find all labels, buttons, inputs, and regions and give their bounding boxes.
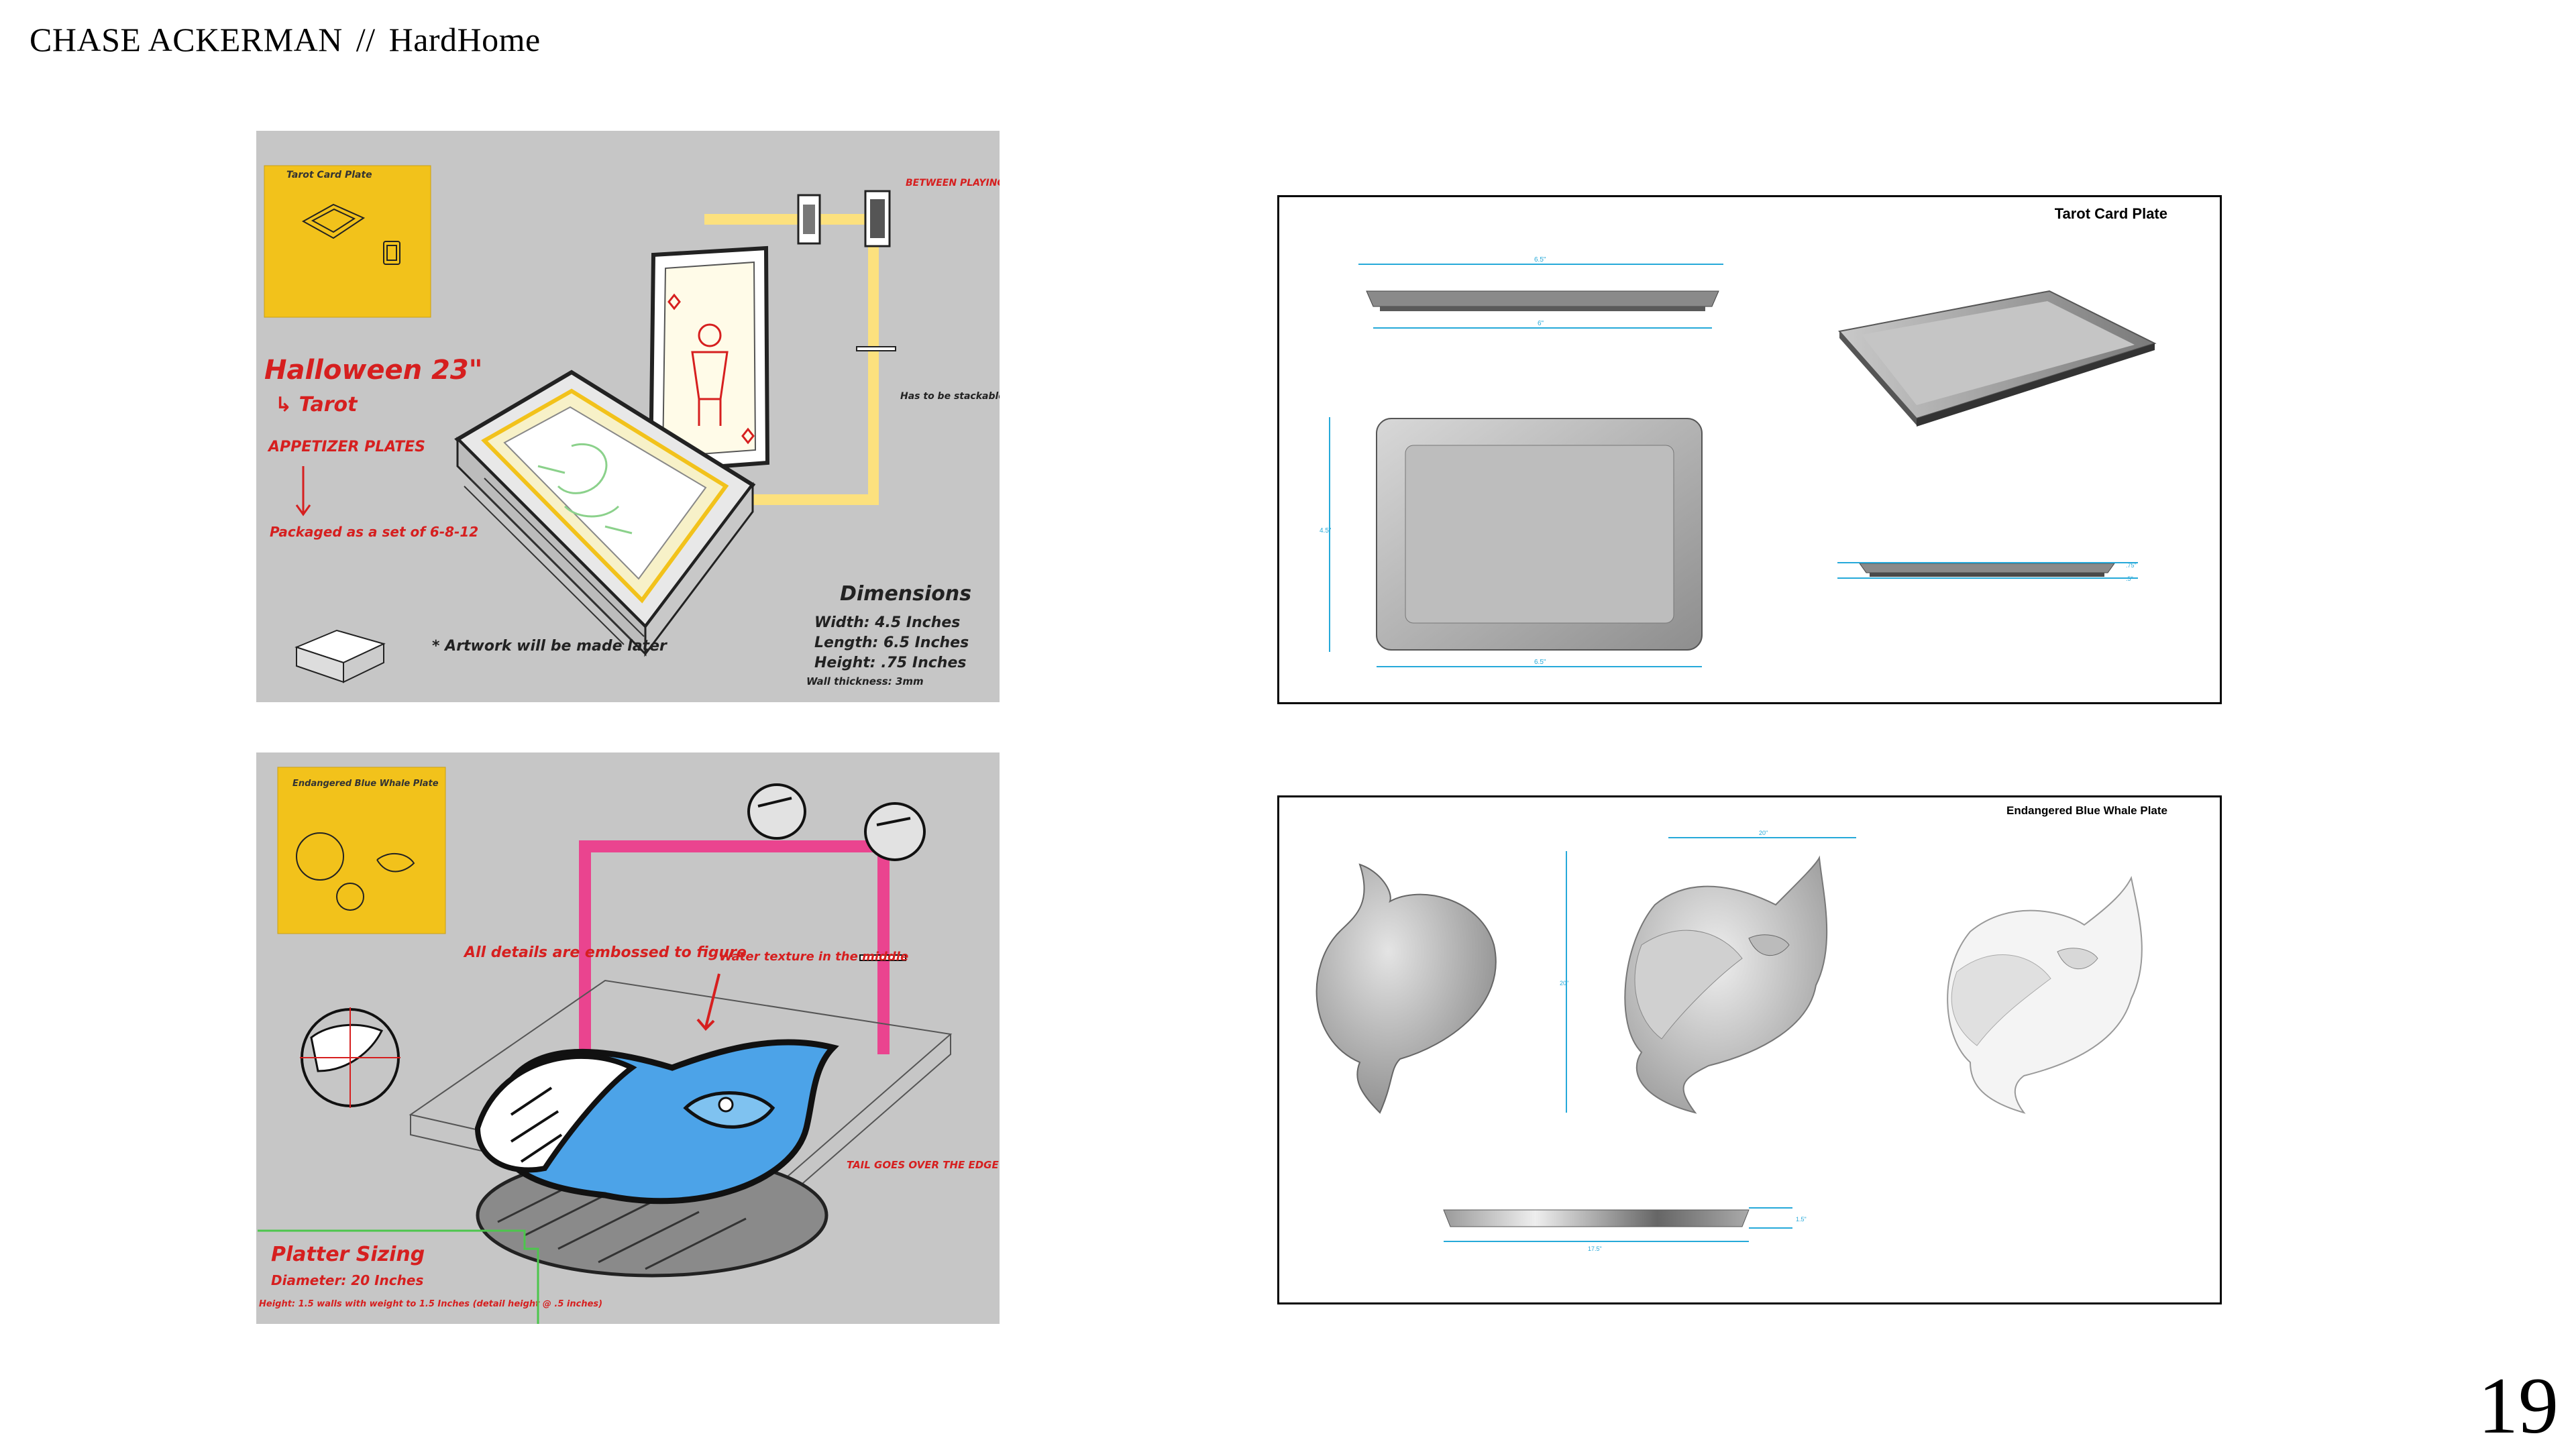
tarot-spec-sheet: Tarot Card Plate 6.5" 6" 4.5" 6.5" — [1277, 195, 2222, 704]
dim-label: .75" — [2126, 562, 2137, 569]
whale-spec-drawing: 20" 20" 1.5" 17.5" — [1316, 830, 2143, 1252]
tarot-subnote: ↳ Tarot — [275, 393, 358, 416]
tray-top-view: 4.5" 6.5" — [1320, 417, 1703, 667]
sticky-sketch — [301, 203, 400, 265]
tarot-sketch-drawing: Tarot Card Plate — [264, 165, 1000, 687]
playing-card-art — [803, 205, 815, 234]
whale-side-sketch — [300, 1007, 400, 1108]
tray-front-view: 6.5" 6" — [1358, 256, 1723, 329]
appetizer-note: APPETIZER PLATES — [267, 439, 425, 455]
height-note: Height: .75 Inches — [814, 655, 966, 671]
height-note: Height: 1.5 walls with weight to 1.5 Inc… — [259, 1299, 602, 1309]
packaging-sketch — [294, 629, 386, 683]
dim-label: 20" — [1759, 830, 1768, 836]
sticky-title: Endangered Blue Whale Plate — [292, 779, 439, 789]
dim-label: 6.5" — [1534, 256, 1546, 264]
tail-note: TAIL GOES OVER THE EDGE — [847, 1159, 999, 1171]
whale-plate-render-view — [1947, 875, 2143, 1114]
whale-annotations: All details are embossed to figure Water… — [259, 944, 999, 1309]
blue-whale-plate — [474, 1039, 839, 1205]
presentation-header: CHASE ACKERMAN // HardHome — [30, 20, 541, 59]
dim-label: 20" — [1560, 980, 1568, 987]
sticky-whale-sketch — [296, 832, 415, 911]
tarot-spec-drawing: 6.5" 6" 4.5" 6.5" .75" .5" — [1320, 256, 2157, 667]
diameter-note: Diameter: 20 Inches — [271, 1272, 423, 1288]
author-name: CHASE ACKERMAN — [30, 21, 343, 58]
width-note: Width: 4.5 Inches — [814, 614, 960, 631]
lying-tarot-plate — [454, 370, 756, 657]
whale-spec-sheet: Endangered Blue Whale Plate 20" — [1277, 795, 2222, 1304]
length-note: Length: 6.5 Inches — [814, 634, 969, 651]
dim-label: 6.5" — [1534, 659, 1546, 666]
highlight-path-magenta — [579, 840, 890, 1054]
tarot-concept-sketch: Tarot Card Plate — [256, 131, 1000, 702]
whale-plate-embossed-view: 20" — [1624, 830, 1856, 1114]
sizing-frame — [258, 1229, 539, 1324]
whale-spec-title: Endangered Blue Whale Plate — [2006, 804, 2167, 817]
stack-profile-icon — [856, 346, 896, 351]
project-name: HardHome — [388, 21, 541, 58]
whale-sketch-drawing: Endangered Blue Whale Plate — [258, 767, 999, 1324]
sticky-note — [264, 165, 431, 318]
dim-label: 4.5" — [1320, 527, 1332, 535]
water-note: Water texture in the middle — [719, 950, 908, 964]
tarot-card-art — [870, 199, 885, 238]
page-number: 19 — [2478, 1361, 2559, 1450]
wall-note: Wall thickness: 3mm — [806, 675, 924, 687]
dimensions-title: Dimensions — [840, 582, 971, 606]
standing-tarot-plate — [648, 245, 770, 474]
dim-label: 17.5" — [1588, 1245, 1602, 1252]
halloween-note: Halloween 23" — [264, 355, 483, 386]
playing-card-icon — [797, 194, 821, 245]
tray-side-view: .75" .5" — [1837, 562, 2138, 582]
highlight-path-yellow — [704, 214, 879, 505]
tarot-spec-title: Tarot Card Plate — [2054, 205, 2167, 222]
tray-isometric-view — [1838, 290, 2157, 427]
dim-label: .5" — [2126, 575, 2133, 582]
tarot-dimension-notes: Has to be stackable * Artwork will be ma… — [432, 391, 1000, 687]
packaged-note: Packaged as a set of 6-8-12 — [270, 524, 478, 540]
whale-concept-sketch: Endangered Blue Whale Plate — [256, 752, 1000, 1324]
details-note: All details are embossed to figure — [463, 944, 747, 961]
tarot-annotations: Halloween 23" ↳ Tarot APPETIZER PLATES P… — [264, 178, 1000, 540]
header-separator: // — [356, 21, 376, 58]
whale-plate-blank-view: 20" — [1316, 851, 1568, 1114]
sticky-note — [277, 767, 446, 934]
stackable-note: Has to be stackable — [900, 391, 1000, 402]
artwork-note: * Artwork will be made later — [432, 638, 667, 655]
whale-plate-side-view: 1.5" 17.5" — [1443, 1207, 1807, 1252]
dim-label: 6" — [1538, 320, 1544, 327]
sticky-title: Tarot Card Plate — [286, 170, 372, 180]
dim-label: 1.5" — [1796, 1216, 1807, 1223]
whale-head-sketches — [747, 783, 926, 961]
size-note: BETWEEN PLAYING CARD DECK & TAROT CARD S… — [906, 178, 1000, 188]
sizing-title: Platter Sizing — [271, 1243, 425, 1266]
